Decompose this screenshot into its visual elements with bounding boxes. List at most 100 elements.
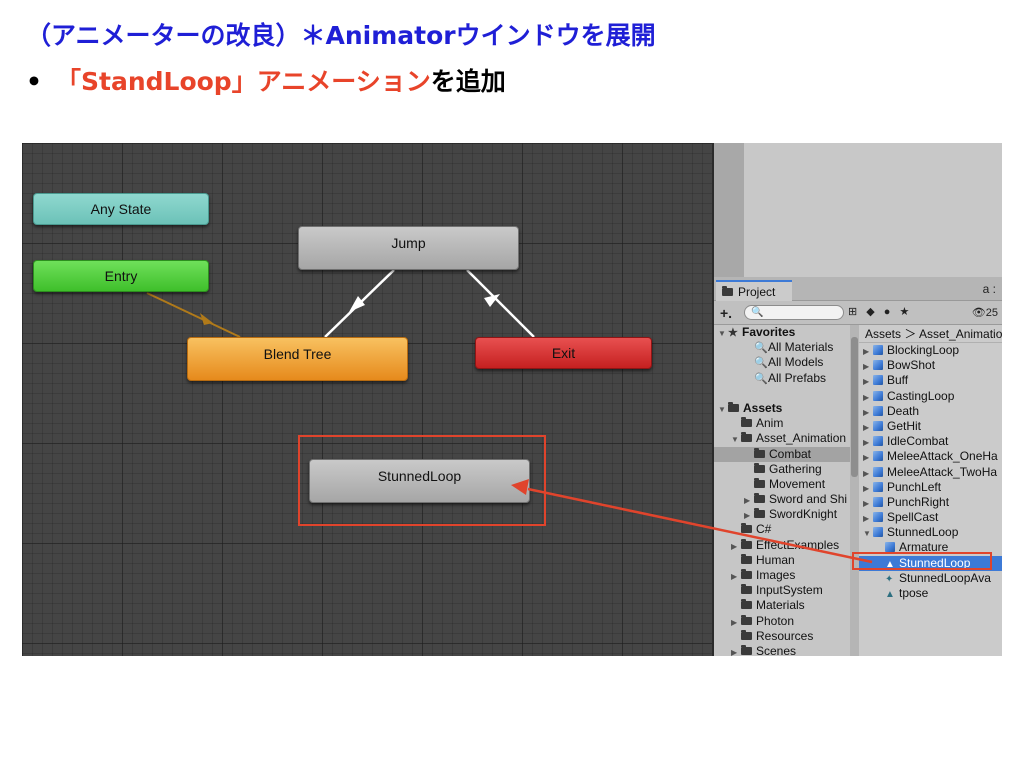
tab-project[interactable]: Project xyxy=(716,280,792,301)
expand-down-icon[interactable]: ▼ xyxy=(863,529,871,539)
tree-item-label: Movement xyxy=(769,476,826,491)
folder-icon xyxy=(741,584,752,595)
tree-item[interactable]: ▶Photon xyxy=(714,614,850,629)
expand-right-icon[interactable]: ▶ xyxy=(863,347,870,356)
state-exit[interactable]: Exit xyxy=(475,337,652,369)
bullet-rest: を追加 xyxy=(430,67,506,96)
asset-item-label: MeleeAttack_TwoHa xyxy=(887,464,998,479)
asset-item[interactable]: ▶IdleCombat xyxy=(859,434,1002,449)
tree-item[interactable]: ▼Asset_Animation xyxy=(714,431,850,446)
expand-down-icon[interactable]: ▼ xyxy=(731,435,739,445)
expand-right-icon[interactable]: ▶ xyxy=(863,483,870,493)
highlight-box-asset xyxy=(852,552,992,570)
model-icon xyxy=(873,512,883,523)
tree-item[interactable]: Combat xyxy=(714,446,850,462)
tab-lock-menu-icon[interactable]: a : xyxy=(982,282,996,296)
tree-item[interactable]: Materials xyxy=(714,598,850,613)
asset-item[interactable]: ▶BlockingLoop xyxy=(859,343,1002,358)
folder-tree-scroll-thumb[interactable] xyxy=(851,337,858,477)
tree-item[interactable]: Movement xyxy=(714,477,850,492)
expand-right-icon[interactable]: ▶ xyxy=(863,453,870,463)
expand-right-icon[interactable]: ▶ xyxy=(863,468,870,478)
expand-right-icon[interactable]: ▶ xyxy=(863,362,870,372)
tree-item[interactable]: Gathering xyxy=(714,462,850,477)
asset-item[interactable]: ▶BowShot xyxy=(859,358,1002,373)
model-icon xyxy=(873,405,883,416)
search-input[interactable]: 🔍 xyxy=(744,305,844,320)
asset-item[interactable]: ▶Death xyxy=(859,404,1002,419)
animation-clip-icon: ▲ xyxy=(885,589,895,600)
expand-right-icon[interactable]: ▶ xyxy=(863,392,870,402)
tree-item[interactable]: 🔍All Models xyxy=(714,355,850,370)
state-entry[interactable]: Entry xyxy=(33,260,209,292)
expand-right-icon[interactable]: ▶ xyxy=(863,377,870,387)
expand-right-icon[interactable]: ▶ xyxy=(863,498,870,508)
asset-item[interactable]: ▼StunnedLoop xyxy=(859,525,1002,540)
expand-right-icon[interactable]: ▶ xyxy=(863,438,870,448)
asset-item[interactable]: ▶SpellCast xyxy=(859,510,1002,525)
animator-graph[interactable]: Any State Entry Jump Blend Tree Exit Stu… xyxy=(22,143,712,656)
asset-item[interactable]: ▶PunchRight xyxy=(859,495,1002,510)
expand-right-icon[interactable]: ▶ xyxy=(731,647,738,656)
tree-item[interactable]: ▶Sword and Shi xyxy=(714,492,850,507)
tree-item[interactable] xyxy=(714,386,850,401)
expand-right-icon[interactable]: ▶ xyxy=(731,617,738,627)
folder-icon xyxy=(741,417,752,428)
asset-item[interactable]: ▶ Buff xyxy=(859,373,1002,388)
expand-right-icon[interactable]: ▶ xyxy=(863,422,870,432)
tab-project-label: Project xyxy=(738,284,776,299)
tree-item[interactable]: ▶SwordKnight xyxy=(714,507,850,522)
tree-item[interactable]: ▶EffectExamples xyxy=(714,538,850,553)
expand-right-icon[interactable]: ▶ xyxy=(744,496,751,506)
asset-item[interactable]: ▲StunnedLoop xyxy=(859,555,1002,571)
tree-item-label: Anim xyxy=(756,416,784,431)
state-jump[interactable]: Jump xyxy=(298,226,519,270)
filter-icons[interactable]: ⊞ ◆ ● ★ xyxy=(848,306,913,318)
asset-item-label: GetHit xyxy=(887,418,922,433)
expand-down-icon[interactable]: ▼ xyxy=(718,329,726,338)
model-icon xyxy=(873,496,883,507)
tree-item[interactable]: InputSystem xyxy=(714,583,850,598)
tree-item[interactable]: 🔍All Materials xyxy=(714,340,850,355)
breadcrumb[interactable]: Assets ＞ Asset_Animation xyxy=(859,325,1002,343)
asset-item[interactable]: ▲tpose xyxy=(859,586,1002,601)
panel-divider[interactable] xyxy=(712,143,714,656)
create-button[interactable]: +. xyxy=(720,305,733,321)
state-any-state[interactable]: Any State xyxy=(33,193,209,225)
hidden-count-icon[interactable]: 👁25 xyxy=(971,307,998,319)
expand-down-icon[interactable]: ▼ xyxy=(718,404,726,414)
tree-item[interactable]: C# xyxy=(714,522,850,537)
asset-item[interactable]: Armature xyxy=(859,540,1002,555)
folder-tree-scrollbar[interactable] xyxy=(850,325,859,656)
tree-item[interactable]: ▼Assets xyxy=(714,401,850,416)
upper-panel-scrollbar[interactable] xyxy=(714,143,744,277)
upper-panel xyxy=(714,143,1002,277)
tree-item[interactable]: Human xyxy=(714,553,850,568)
expand-right-icon[interactable]: ▶ xyxy=(731,572,738,581)
tree-item[interactable]: ▶Images xyxy=(714,568,850,583)
tree-item-label: All Models xyxy=(768,355,824,370)
tree-item-label: Combat xyxy=(769,446,812,461)
folder-icon xyxy=(741,599,752,610)
asset-item-label: StunnedLoopAva xyxy=(899,570,991,585)
asset-item[interactable]: ▶MeleeAttack_OneHa xyxy=(859,449,1002,464)
asset-item[interactable]: ▶CastingLoop xyxy=(859,389,1002,404)
asset-item[interactable]: ✦StunnedLoopAva xyxy=(859,571,1002,586)
tree-item[interactable]: ▶Scenes xyxy=(714,644,850,656)
expand-right-icon[interactable]: ▶ xyxy=(863,514,870,524)
asset-item-label: Buff xyxy=(887,373,909,388)
expand-right-icon[interactable]: ▶ xyxy=(863,407,870,417)
folder-icon xyxy=(741,523,752,534)
asset-item[interactable]: ▶ MeleeAttack_TwoHa xyxy=(859,465,1002,480)
tree-item[interactable]: Anim xyxy=(714,416,850,431)
asset-item[interactable]: ▶ GetHit xyxy=(859,419,1002,434)
tree-item[interactable]: Resources xyxy=(714,629,850,644)
asset-item[interactable]: ▶PunchLeft xyxy=(859,480,1002,495)
animation-clip-icon: ▲ xyxy=(885,558,895,570)
expand-right-icon[interactable]: ▶ xyxy=(744,511,751,521)
state-blend-tree[interactable]: Blend Tree xyxy=(187,337,408,381)
tree-item[interactable]: ▼★Favorites xyxy=(714,325,850,340)
tree-item[interactable]: 🔍All Prefabs xyxy=(714,371,850,386)
state-stunned-loop[interactable]: StunnedLoop xyxy=(309,459,530,503)
expand-right-icon[interactable]: ▶ xyxy=(731,541,738,551)
